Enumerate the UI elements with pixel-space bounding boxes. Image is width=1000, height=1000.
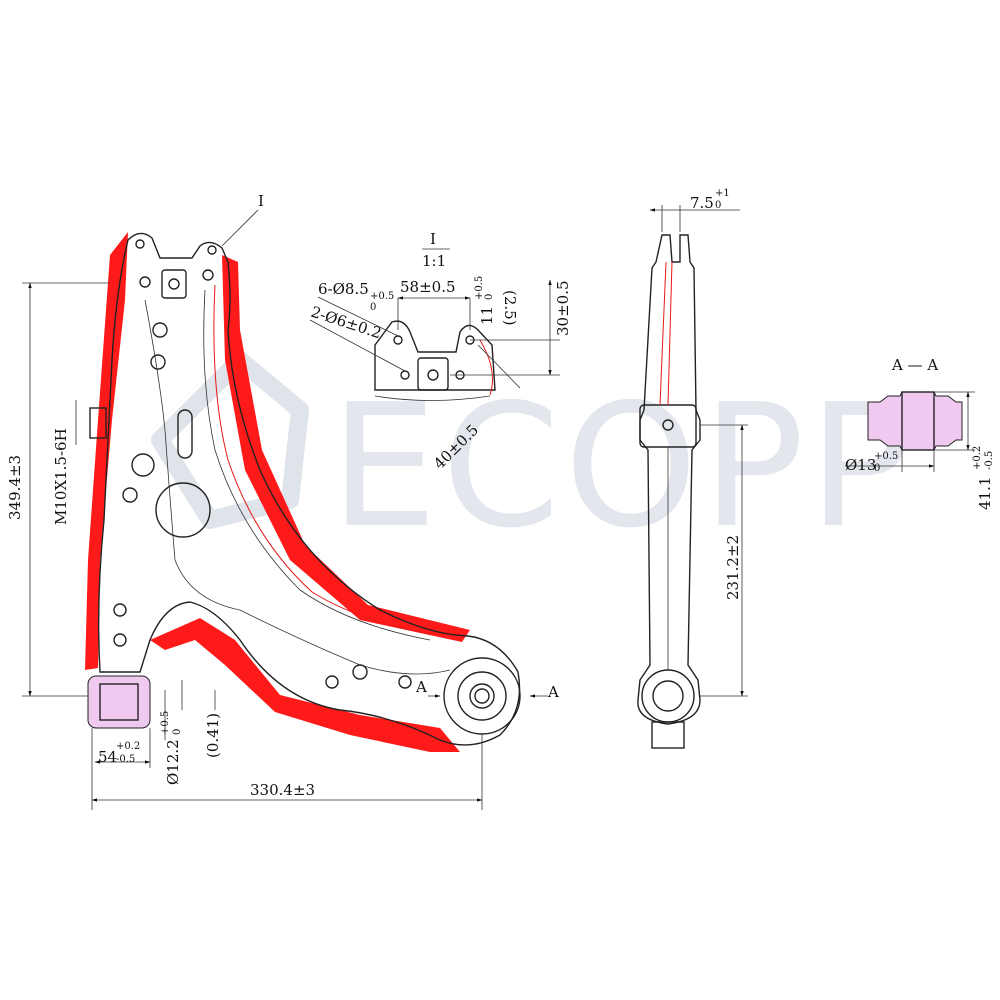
watermark: ECOPP [151, 351, 915, 566]
front-bushing-core [99, 683, 139, 721]
section-title: A — A [891, 356, 938, 374]
side-top-width-tol-lower: 0 [715, 200, 721, 211]
arm-flange-redline [213, 284, 441, 637]
thread-spec: M10X1.5-6H [52, 428, 70, 525]
detail-holes-6-tol-upper: +0.5 [370, 291, 394, 302]
side-bushing-center [662, 419, 674, 431]
section-sleeve [901, 391, 935, 451]
bore-dimension: Ø12.2 [164, 739, 182, 785]
section-bore-tol-lower: 0 [874, 463, 880, 474]
height-dimension: 349.4±3 [6, 455, 24, 520]
hole [139, 276, 151, 288]
hole [207, 245, 217, 255]
detail-holes-6: 6-Ø8.5 [318, 280, 369, 298]
section-view: A — A Ø13 +0.5 0 41.1 +0.2 -0.5 [845, 356, 995, 510]
detail-width: 58±0.5 [400, 278, 456, 296]
hole [113, 633, 127, 647]
hole [131, 453, 155, 477]
front-bushing [87, 675, 151, 729]
side-view: 7.5 +1 0 231.2±2 [637, 188, 748, 749]
side-top-width-tol-upper: +1 [715, 188, 730, 199]
bore-tol-lower: 0 [172, 729, 183, 735]
side-ball-joint-inner [652, 680, 684, 712]
ball-joint-housing [443, 657, 521, 735]
hole [398, 675, 412, 689]
detail-d11: 11 [478, 306, 496, 325]
large-hole [155, 482, 211, 538]
offset-dimension: (0.41) [204, 713, 222, 758]
section-width-tol-lower: -0.5 [984, 451, 995, 470]
ball-joint-bore [469, 683, 495, 709]
slot [177, 409, 193, 459]
section-bore: Ø13 [845, 456, 876, 474]
hole [150, 354, 166, 370]
hole [122, 487, 138, 503]
mount-bracket [161, 269, 187, 299]
highlight-left-edge [85, 232, 128, 670]
hole [352, 664, 368, 680]
length-dimension: 330.4±3 [250, 781, 315, 799]
section-bushing [867, 391, 963, 451]
detail-hole [393, 335, 403, 345]
detail-leader [221, 209, 259, 247]
detail-marker: I [258, 192, 264, 210]
bush-width-tol-lower: -0.5 [116, 754, 135, 765]
bush-width: 54 [98, 748, 117, 766]
detail-holes-6-tol-lower: 0 [370, 302, 376, 313]
hole [152, 322, 168, 338]
detail-redline [479, 339, 493, 396]
detail-bracket-outline [374, 320, 496, 391]
arm-outline [97, 232, 521, 746]
bore-tol-upper: +0.5 [160, 711, 171, 735]
section-width: 41.1 [976, 477, 994, 510]
detail-title: I [430, 230, 436, 248]
hole [325, 675, 339, 689]
hole [202, 269, 214, 281]
arm-inner-flange [203, 289, 431, 641]
side-length: 231.2±2 [724, 535, 742, 600]
control-arm-main-view: I A A [85, 192, 559, 752]
hole [135, 239, 145, 249]
detail-d25: (2.5) [501, 290, 519, 326]
hole [113, 603, 127, 617]
section-mark-right: A [547, 683, 559, 701]
hole [168, 278, 180, 290]
detail-d11-tol-upper: +0.5 [474, 276, 485, 300]
section-width-tol-upper: +0.2 [972, 446, 983, 470]
ball-joint-center [474, 688, 490, 704]
watermark-text: ECOPP [330, 368, 915, 566]
highlight-lower-edge [150, 618, 460, 752]
thread-stud [89, 407, 107, 439]
main-view-dimensions: 349.4±3 M10X1.5-6H 330.4±3 54 +0.2 -0.5 … [6, 282, 483, 810]
ball-joint-ring [457, 671, 507, 721]
detail-d11-tol-lower: 0 [484, 294, 495, 300]
side-ball-stud [651, 721, 685, 749]
detail-scale: 1:1 [422, 252, 446, 270]
side-ball-joint [641, 669, 695, 723]
detail-d30: 30±0.5 [554, 280, 572, 336]
section-bore-tol-upper: +0.5 [874, 451, 898, 462]
side-top-width: 7.5 [690, 194, 714, 212]
detail-hole [427, 369, 439, 381]
section-mark-left: A [415, 678, 427, 696]
detail-center-block [417, 357, 449, 391]
bush-width-tol-upper: +0.2 [116, 741, 140, 752]
highlight-inner-curve [222, 255, 470, 642]
